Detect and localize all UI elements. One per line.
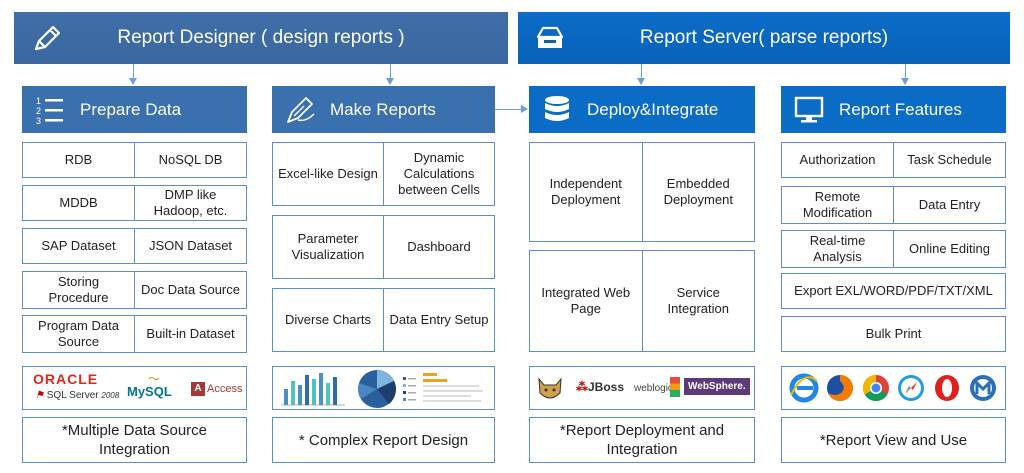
legend-thumbnail: [403, 377, 416, 401]
feature-cell: Program Data Source: [38, 318, 119, 349]
bar-chart-thumbnail: [281, 373, 345, 406]
feature-cell: Data Entry: [893, 187, 1005, 223]
dolphin-icon: 〜: [148, 372, 161, 386]
tomcat-icon: [538, 377, 562, 399]
table-row: SAP Dataset JSON Dataset: [22, 228, 247, 264]
feature-cell: Export EXL/WORD/PDF/TXT/XML: [794, 283, 993, 298]
horizontal-bar-thumbnail: [423, 373, 483, 402]
inbox-tray-icon: [536, 26, 564, 48]
weblogic-bars-icon: [670, 377, 680, 397]
pencil-icon: [34, 25, 61, 51]
header-deploy-integrate: Deploy&Integrate: [529, 86, 755, 133]
feature-cell: Excel-like Design: [278, 166, 378, 181]
header-label: Prepare Data: [80, 99, 182, 119]
feature-cell: Parameter Visualization: [291, 231, 365, 262]
feature-cell: Dashboard: [383, 216, 494, 278]
numbered-list-icon: 1 2 3: [36, 96, 63, 126]
table-row: Parameter Visualization Dashboard: [272, 215, 495, 279]
oracle-logo: ORACLE: [33, 371, 99, 387]
feature-cell: Remote Modification: [802, 189, 873, 220]
sql-server-logo: ⚑ SQL Server 2008: [35, 390, 120, 401]
header-make-reports: Make Reports: [272, 86, 495, 133]
table-row: Export EXL/WORD/PDF/TXT/XML: [781, 273, 1006, 309]
svg-text:2: 2: [36, 106, 41, 116]
feature-cell: SAP Dataset: [41, 238, 116, 253]
feature-cell: Bulk Print: [865, 326, 922, 341]
database-icon: [545, 95, 569, 121]
feature-cell: MDDB: [59, 195, 98, 210]
feature-cell: Real-time Analysis: [809, 233, 866, 264]
monitor-icon: [794, 96, 824, 122]
header-label: Make Reports: [330, 99, 436, 119]
header-report-features: Report Features: [781, 86, 1006, 133]
feature-cell: Built-in Dataset: [134, 316, 246, 352]
feature-cell: JSON Dataset: [134, 229, 246, 263]
arrow-to-prepare-data: [129, 64, 137, 85]
report-designer-banner: Report Designer ( design reports ): [14, 12, 508, 64]
access-logo: Access: [207, 383, 243, 395]
report-server-banner: Report Server( parse reports): [518, 12, 1010, 64]
feature-cell: Task Schedule: [893, 143, 1005, 177]
caption-report-view: *Report View and Use: [781, 417, 1006, 463]
weblogic-logo: weblogic: [634, 383, 673, 394]
table-row: Independent Deployment Embedded Deployme…: [529, 142, 755, 242]
caption-report-design: * Complex Report Design: [272, 417, 495, 463]
feature-cell: Independent Deployment: [549, 176, 622, 207]
database-logos-strip: ORACLE ⚑ SQL Server 2008 〜 MySQL A Acces…: [22, 366, 247, 410]
header-label: Report Features: [839, 99, 962, 119]
access-icon: A: [191, 382, 205, 396]
table-row: Bulk Print: [781, 316, 1006, 352]
browser-icons-strip: [781, 366, 1006, 410]
feature-cell: RDB: [64, 152, 93, 167]
svg-text:1: 1: [36, 96, 41, 106]
feature-cell: Diverse Charts: [285, 312, 371, 327]
mysql-logo: MySQL: [127, 384, 172, 399]
feature-cell: Dynamic Calculations between Cells: [383, 143, 494, 205]
table-row: Program Data Source Built-in Dataset: [22, 315, 247, 353]
arrow-make-to-deploy: [495, 105, 528, 113]
safari-icon: [898, 375, 925, 401]
feature-cell: Storing Procedure: [48, 274, 109, 305]
header-prepare-data: 1 2 3 Prepare Data: [22, 86, 247, 133]
table-row: Authorization Task Schedule: [781, 142, 1006, 178]
caption-data-source: *Multiple Data Source Integration: [22, 417, 247, 463]
table-row: Storing Procedure Doc Data Source: [22, 271, 247, 309]
feature-cell: Service Integration: [641, 251, 755, 351]
feature-cell: DMP like Hadoop, etc.: [134, 186, 246, 220]
table-row: Excel-like Design Dynamic Calculations b…: [272, 142, 495, 206]
jboss-logo: ⁂JBoss: [576, 380, 625, 394]
arrow-to-make-reports: [386, 64, 394, 85]
table-row: Remote Modification Data Entry: [781, 186, 1006, 224]
firefox-icon: [826, 375, 853, 401]
pen-brush-icon: [287, 96, 315, 123]
svg-text:3: 3: [36, 116, 41, 126]
maxthon-icon: [970, 375, 997, 401]
feature-cell: Embedded Deployment: [641, 143, 755, 241]
chrome-icon: [862, 374, 889, 402]
chart-thumbnails-strip: [272, 366, 495, 410]
opera-icon: [935, 375, 960, 401]
feature-cell: Online Editing: [893, 231, 1005, 267]
feature-cell: Data Entry Setup: [383, 289, 494, 351]
table-row: Diverse Charts Data Entry Setup: [272, 288, 495, 352]
caption-deployment: *Report Deployment and Integration: [529, 417, 755, 463]
arrow-to-deploy: [637, 64, 645, 85]
feature-cell: NoSQL DB: [134, 143, 246, 177]
table-row: Real-time Analysis Online Editing: [781, 230, 1006, 268]
feature-cell: Doc Data Source: [134, 272, 246, 308]
header-label: Deploy&Integrate: [587, 99, 719, 119]
feature-cell: Integrated Web Page: [541, 285, 631, 316]
table-row: MDDB DMP like Hadoop, etc.: [22, 185, 247, 221]
ie-icon: [789, 373, 819, 403]
server-logos-strip: ⁂JBoss weblogic WebSphere.: [529, 366, 755, 410]
arrow-to-features: [901, 64, 909, 85]
feature-cell: Authorization: [799, 152, 876, 167]
report-designer-title: Report Designer ( design reports ): [117, 27, 405, 48]
report-server-title: Report Server( parse reports): [639, 27, 889, 48]
table-row: RDB NoSQL DB: [22, 142, 247, 178]
chart-thumbnails: [281, 370, 483, 408]
websphere-logo: WebSphere.: [684, 378, 750, 395]
table-row: Integrated Web Page Service Integration: [529, 250, 755, 352]
pie-chart-thumbnail: [358, 370, 396, 408]
